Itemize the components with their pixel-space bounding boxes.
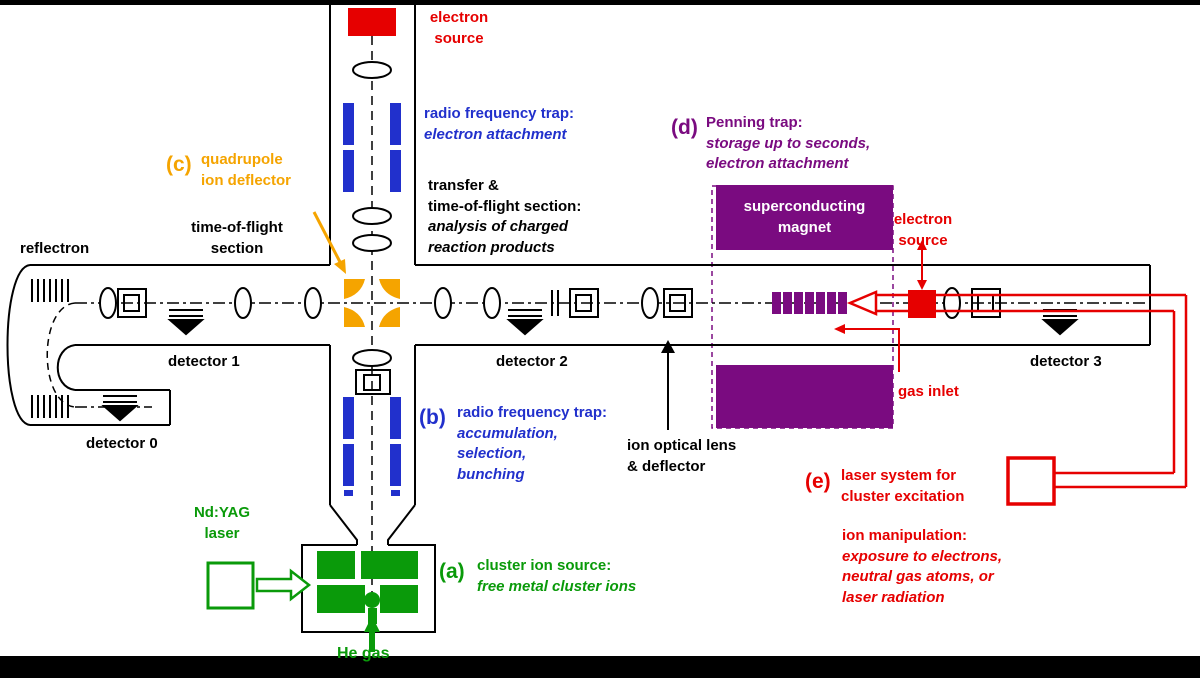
- cluster-source-label: cluster ion source: free metal cluster i…: [477, 556, 636, 597]
- marker-b: (b): [419, 406, 446, 429]
- top-frame-bar: [0, 0, 1200, 5]
- cluster-source-title: cluster ion source:: [477, 557, 612, 574]
- rf-trap-top-title: radio frequency trap:: [424, 105, 575, 122]
- detector-1-icon: [167, 309, 205, 336]
- detector-3-icon: [1041, 309, 1079, 336]
- marker-a: (a): [439, 560, 465, 583]
- penning-trap-electrodes: [772, 292, 847, 314]
- einzel-lens-boxes: [117, 288, 1001, 318]
- electron-source-right-icon: [908, 290, 936, 318]
- marker-d: (d): [671, 116, 698, 139]
- gas-inlet-label: gas inlet: [898, 383, 959, 400]
- rf-trap-bottom-label: radio frequency trap: accumulation, sele…: [457, 403, 607, 486]
- electron-source-right-label: electron source: [893, 211, 953, 249]
- bottom-frame-bar: [0, 656, 1200, 678]
- rf-trap-bottom-title: radio frequency trap:: [457, 404, 608, 421]
- penning-trap-sub: storage up to seconds, electron attachme…: [706, 134, 871, 173]
- quadrupole-pointer-arrow: [312, 211, 346, 274]
- marker-e: (e): [805, 470, 831, 493]
- rf-trap-top-electrodes: [343, 103, 401, 192]
- ion-manipulation-title: ion manipulation:: [842, 527, 967, 544]
- penning-trap-title: Penning trap:: [706, 114, 803, 131]
- cluster-ion-source: [301, 544, 436, 633]
- transfer-sub: analysis of charged reaction products: [428, 218, 569, 257]
- rf-trap-bottom-sub: accumulation, selection, bunching: [457, 424, 558, 484]
- quadrupole-deflector-icon: [344, 279, 400, 327]
- tof-section-label: time-of-flight section: [191, 219, 283, 257]
- marker-c: (c): [166, 153, 192, 176]
- column-box-icon: [355, 369, 391, 395]
- he-gas-arrow: [364, 616, 380, 652]
- magnet-label: superconducting magnet: [743, 197, 866, 236]
- ion-lens-pointer-arrow: [661, 340, 675, 430]
- detector-2-label: detector 2: [496, 353, 568, 370]
- reflectron-mirror-bottom: [31, 395, 69, 418]
- quadrupole-deflector-label: quadrupole ion deflector: [201, 151, 292, 189]
- rf-trap-top-sub: electron attachment: [424, 125, 567, 143]
- detector-3-label: detector 3: [1030, 353, 1102, 370]
- rf-trap-bottom-electrodes: [343, 397, 401, 496]
- magnet-bottom-block: [716, 365, 893, 428]
- ion-manipulation-label: ion manipulation: exposure to electrons,…: [842, 526, 1002, 609]
- detector-1-label: detector 1: [168, 353, 240, 370]
- transfer-section-label: transfer & time-of-flight section: analy…: [428, 176, 581, 259]
- electron-source-top-label: electron source: [429, 9, 489, 47]
- ndyag-beam-arrow: [255, 568, 312, 602]
- ndyag-label: Nd:YAG laser: [193, 504, 251, 542]
- cluster-source-sub: free metal cluster ions: [477, 577, 637, 595]
- beam-tube: [6, 264, 1151, 426]
- transfer-title: transfer & time-of-flight section:: [428, 177, 582, 215]
- detector-0-label: detector 0: [86, 435, 158, 452]
- laser-system-box: [1006, 456, 1056, 506]
- laser-system-label: laser system for cluster excitation: [841, 467, 965, 505]
- reflectron-label: reflectron: [20, 240, 90, 257]
- he-gas-label: He gas: [337, 645, 390, 662]
- electron-source-right-arrow: [917, 240, 927, 290]
- ion-manipulation-sub: exposure to electrons, neutral gas atoms…: [842, 547, 1003, 607]
- ion-lenses-horizontal: [99, 287, 961, 319]
- rf-trap-top-label: radio frequency trap: electron attachmen…: [424, 104, 574, 145]
- ion-lens-label: ion optical lens & deflector: [627, 437, 737, 475]
- electron-source-top-icon: [348, 8, 396, 36]
- penning-trap-label: Penning trap: storage up to seconds, ele…: [706, 113, 870, 175]
- gas-inlet-line: [834, 324, 900, 372]
- beam-axis: [46, 36, 1150, 598]
- magnet-top-block: [716, 185, 893, 250]
- ndyag-laser-box: [206, 561, 255, 610]
- ion-lenses-vertical: [352, 61, 392, 367]
- reflectron-mirror-top: [31, 279, 69, 302]
- vertical-column-tube: [329, 5, 416, 545]
- detector-0-icon: [101, 395, 139, 422]
- laser-beam-arrowhead: [846, 290, 878, 316]
- detector-2-icon: [506, 309, 544, 336]
